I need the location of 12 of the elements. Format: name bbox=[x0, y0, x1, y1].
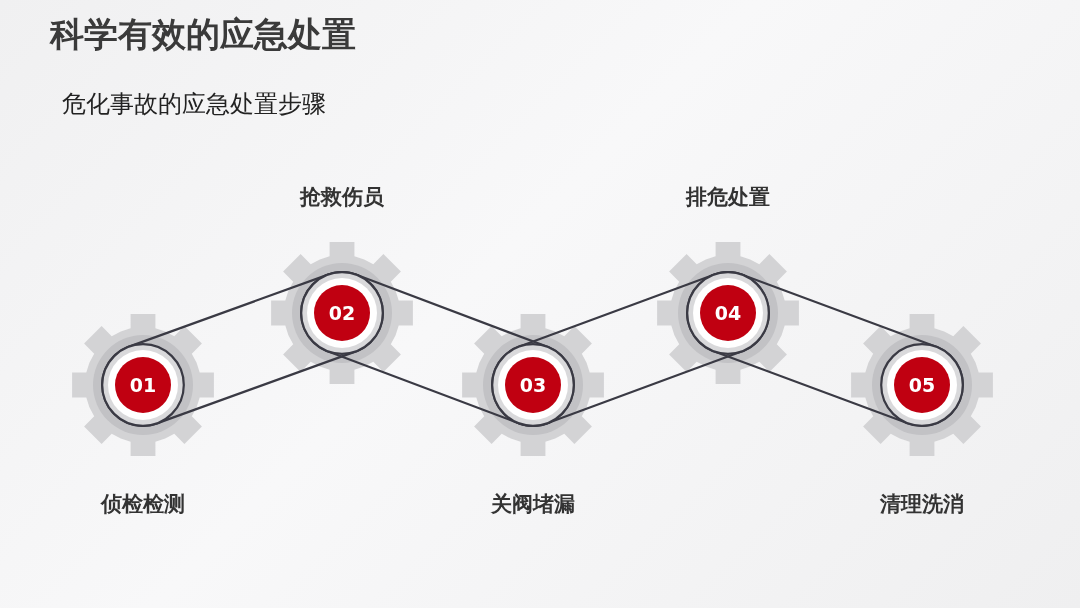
step-circle: 04 bbox=[686, 271, 770, 355]
title: 科学有效的应急处置 bbox=[50, 13, 356, 56]
step-label: 侦检检测 bbox=[99, 491, 186, 518]
step-circle: 01 bbox=[101, 343, 185, 427]
step-label: 排危处置 bbox=[684, 184, 771, 211]
step-label: 抢救伤员 bbox=[298, 184, 385, 211]
subtitle: 危化事故的应急处置步骤 bbox=[62, 89, 326, 120]
step-circle: 05 bbox=[880, 343, 964, 427]
step-circle: 02 bbox=[300, 271, 384, 355]
step-circle: 03 bbox=[491, 343, 575, 427]
step-label: 清理洗消 bbox=[879, 491, 965, 518]
step-label: 关阀堵漏 bbox=[490, 491, 576, 518]
